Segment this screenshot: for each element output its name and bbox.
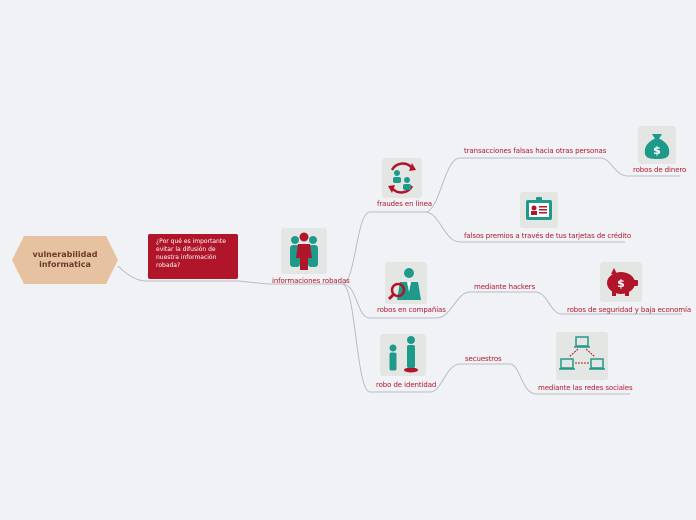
branch-label-fraudes: fraudes en linea	[377, 200, 432, 208]
people-group-icon	[281, 228, 327, 274]
network-computers-icon	[556, 332, 608, 380]
exchange-people-icon	[382, 158, 422, 198]
magnifier-person-icon	[385, 262, 427, 304]
root-node[interactable]: vulnerabilidad informatica	[12, 236, 118, 284]
root-hexagon-shape	[12, 236, 118, 284]
svg-text:$: $	[617, 277, 625, 290]
branch-label-identidad: robo de identidad	[376, 381, 437, 389]
id-card-icon	[520, 192, 558, 228]
identity-spotlight-icon	[380, 334, 426, 376]
child-label-secuestros: secuestros	[465, 355, 502, 363]
leaf-label-robos-seguridad: robos de seguridad y baja economía	[567, 306, 692, 314]
leaf-label-robos-dinero: robos de dinero	[633, 166, 687, 174]
question-node[interactable]: ¿Por qué es importante evitar la difusió…	[148, 234, 238, 279]
svg-text:$: $	[653, 144, 661, 157]
question-text: ¿Por qué es importante evitar la difusió…	[156, 238, 226, 269]
leaf-label-redes-sociales: mediante las redes sociales	[538, 384, 633, 392]
piggy-bank-icon: $	[600, 262, 642, 302]
child-label-falsos-premios: falsos premios a través de tus tarjetas …	[464, 232, 632, 240]
branch-label-companias: robos en compañías	[377, 306, 446, 314]
root-label-line1: vulnerabilidad	[32, 250, 98, 259]
child-label-transacciones: transacciones falsas hacia otras persona…	[464, 147, 607, 155]
child-label-hackers: mediante hackers	[474, 283, 536, 291]
root-label-line2: informatica	[39, 260, 91, 269]
topic-label: informaciones robadas	[272, 277, 350, 285]
money-bag-icon: $	[638, 126, 676, 164]
